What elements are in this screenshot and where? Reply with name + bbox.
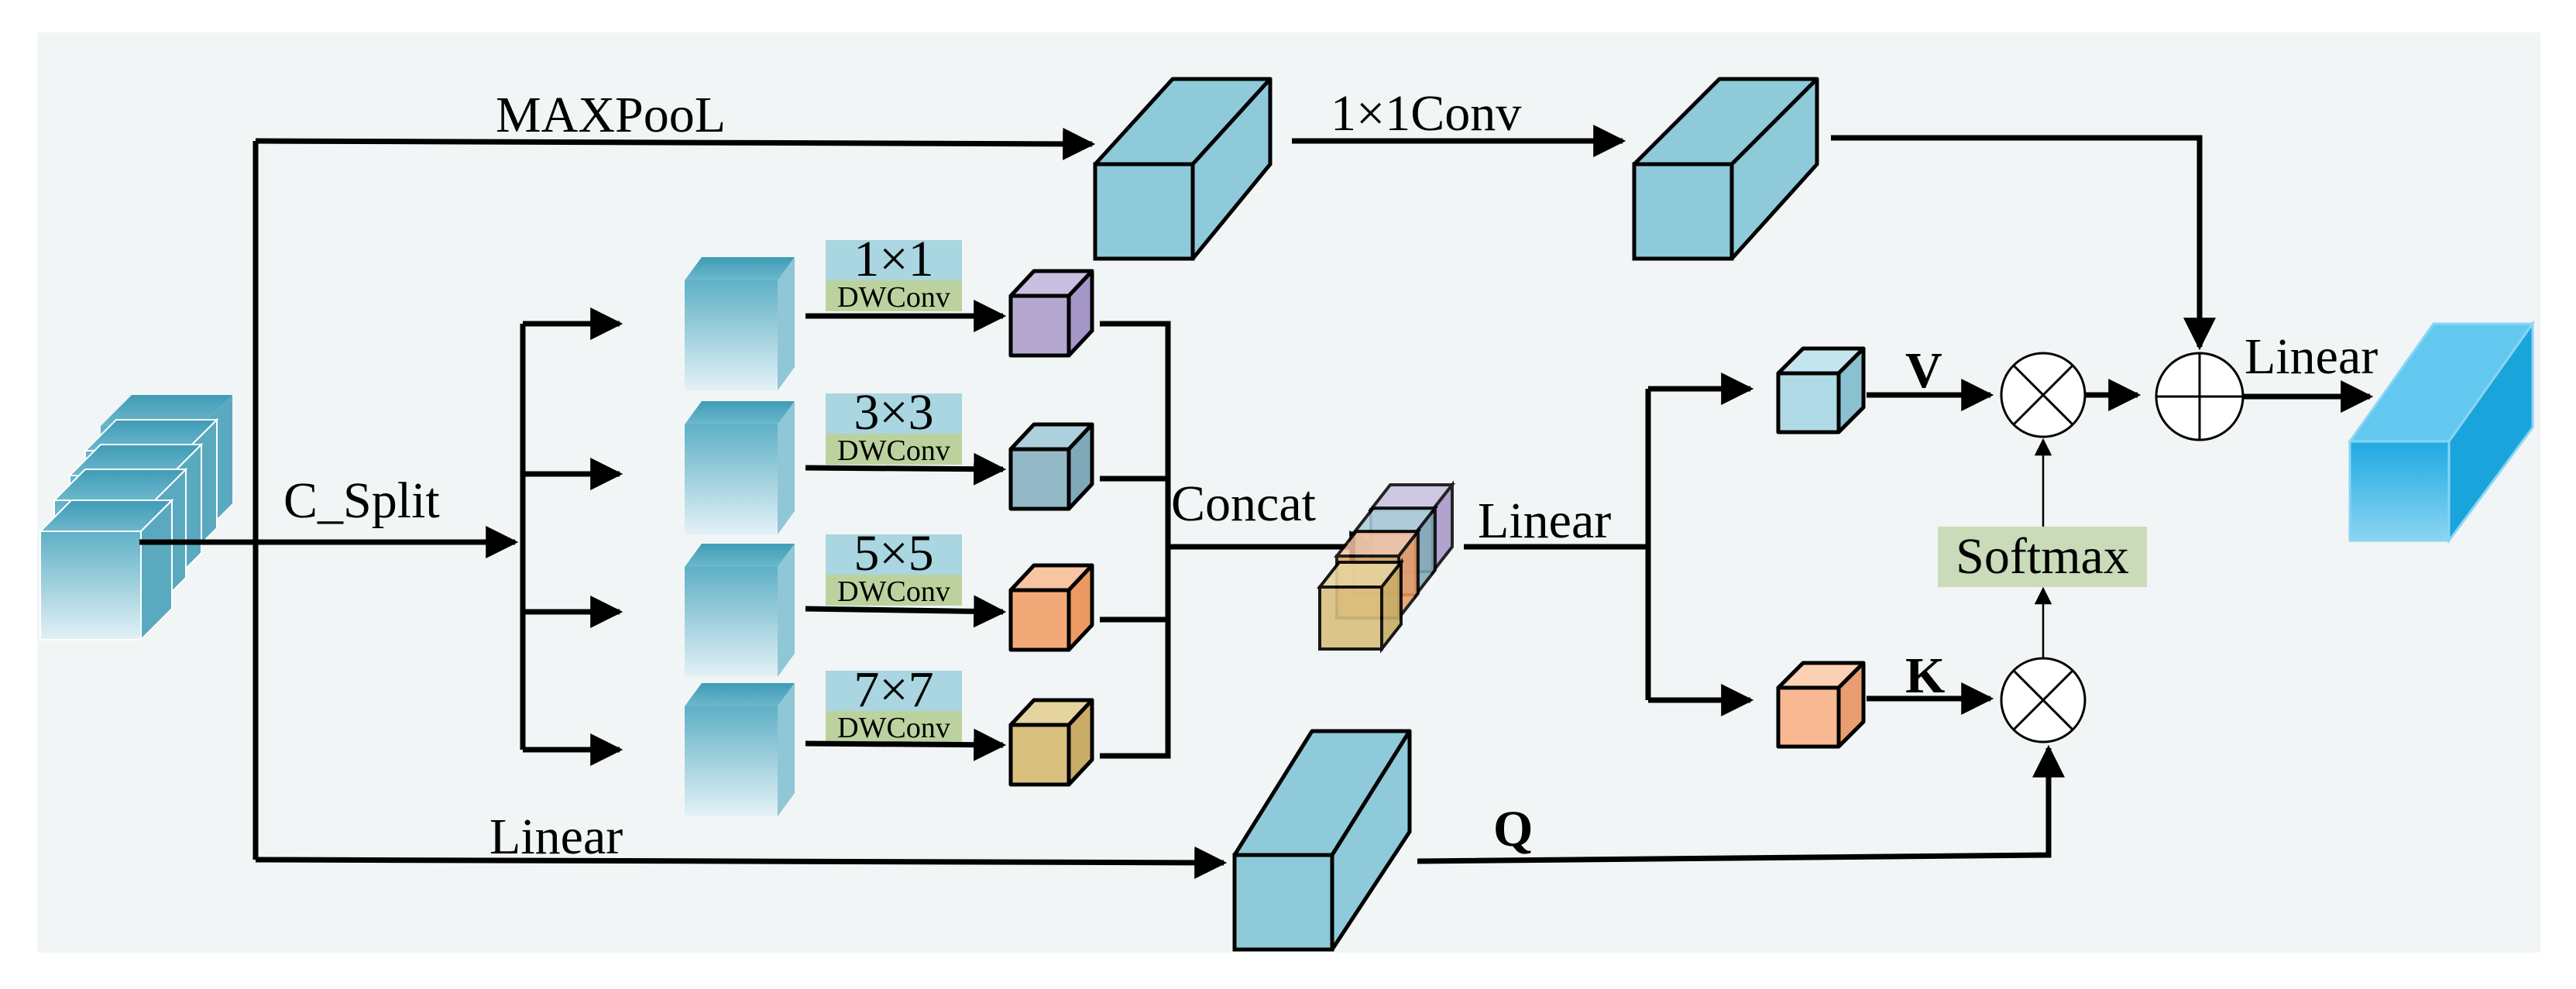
- kernel-label-2: 3×3: [854, 384, 933, 441]
- dwconv-label-3: 5×5 DWConv: [826, 525, 962, 608]
- csplit-label: C_Split: [283, 472, 440, 529]
- conv-to-add-arrow: [1831, 135, 2216, 351]
- q-block: [1232, 729, 1412, 952]
- op-label-3: DWConv: [837, 575, 950, 608]
- kernel-label-1: 1×1: [854, 231, 933, 287]
- kernel-label-4: 7×7: [854, 661, 933, 718]
- conv1x1-block: [1632, 77, 1819, 261]
- concat-label: Concat: [1171, 476, 1316, 532]
- linear-out-label: Linear: [2245, 328, 2378, 385]
- branch-cube-2: [685, 401, 795, 534]
- softmax-label: Softmax: [1956, 528, 2129, 585]
- v-label: V: [1905, 342, 1942, 399]
- multiply-node-k: [2000, 657, 2087, 743]
- softmax-box: [1938, 527, 2147, 587]
- dwconv-arrow-3: [805, 595, 1007, 628]
- bottom-linear-arrow: [255, 846, 1228, 879]
- k-label: K: [1905, 647, 1945, 704]
- output-block: [2348, 320, 2535, 544]
- dwconv-label-1: 1×1 DWConv: [826, 231, 962, 314]
- linear-bottom-label: Linear: [489, 809, 623, 865]
- v-cube: [1776, 346, 1866, 434]
- q-label: Q: [1493, 801, 1533, 857]
- op-label-4: DWConv: [837, 712, 950, 744]
- dwconv-output-cube-4: [1008, 698, 1094, 787]
- concat-stack: [1316, 480, 1456, 654]
- dwconv-label-4: 7×7 DWConv: [826, 661, 962, 744]
- maxpool-block: [1093, 77, 1273, 261]
- dwconv-arrow-2: [805, 452, 1007, 486]
- dwconv-label-2: 3×3 DWConv: [826, 384, 962, 467]
- k-cube: [1776, 661, 1866, 749]
- op-label-1: DWConv: [837, 281, 950, 314]
- branch-cube-3: [685, 544, 795, 677]
- branch-cube-4: [685, 683, 795, 816]
- branch-cube-1: [685, 257, 795, 390]
- concat-bus: [1100, 321, 1171, 759]
- add-node: [2155, 352, 2245, 441]
- dwconv-arrow-4: [805, 728, 1007, 761]
- dwconv-output-cube-1: [1008, 269, 1094, 358]
- multiply-node-v: [2000, 352, 2087, 438]
- conv1x1-label: 1×1Conv: [1331, 85, 1521, 142]
- dwconv-output-cube-3: [1008, 563, 1094, 652]
- linear-mid-label: Linear: [1478, 493, 1611, 549]
- op-label-2: DWConv: [837, 434, 950, 467]
- maxpool-arrow: [255, 127, 1096, 160]
- q-to-multiply-arrow: [1417, 744, 2065, 864]
- dwconv-output-cube-2: [1008, 422, 1094, 511]
- maxpool-label: MAXPooL: [496, 87, 726, 143]
- kernel-label-3: 5×5: [854, 525, 933, 582]
